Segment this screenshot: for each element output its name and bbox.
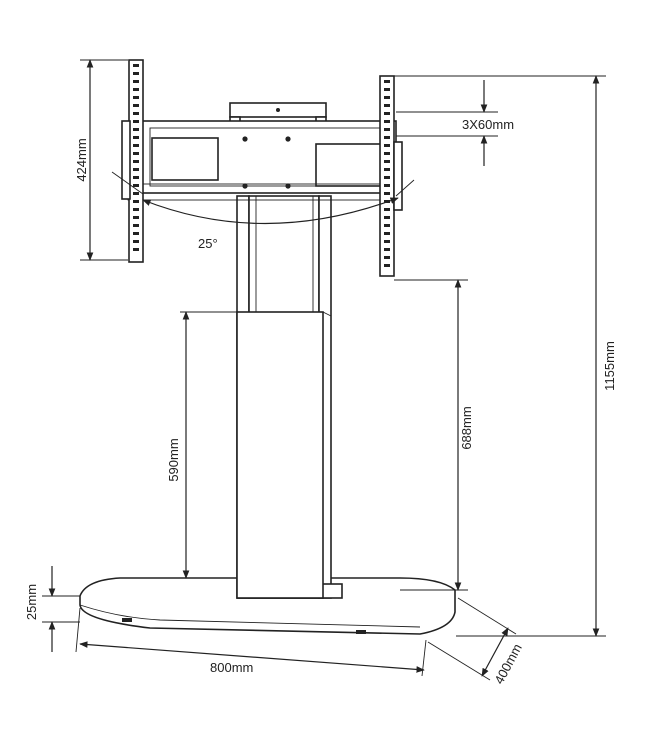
label-688: 688mm (459, 406, 474, 449)
label-400: 400mm (491, 641, 525, 686)
support-column (236, 195, 343, 599)
dimension-800 (75, 607, 427, 677)
label-3x60: 3X60mm (462, 117, 514, 132)
label-25-degree: 25° (198, 236, 218, 251)
label-800: 800mm (210, 660, 253, 675)
left-rail-slots (133, 64, 139, 251)
dimension-25 (42, 566, 80, 652)
label-424: 424mm (74, 138, 89, 181)
label-25mm: 25mm (24, 584, 39, 620)
right-rail-slots (384, 80, 390, 267)
dimension-1155 (394, 75, 606, 637)
dimension-400 (427, 597, 517, 681)
dimension-3x60 (396, 80, 498, 166)
vesa-bracket (121, 59, 403, 277)
dimension-688 (394, 279, 468, 591)
label-1155: 1155mm (602, 341, 617, 391)
tilt-arc (111, 171, 415, 225)
label-590: 590mm (166, 438, 181, 481)
dimension-424 (80, 59, 128, 261)
base-plate (79, 577, 456, 635)
dimension-590 (180, 311, 237, 579)
